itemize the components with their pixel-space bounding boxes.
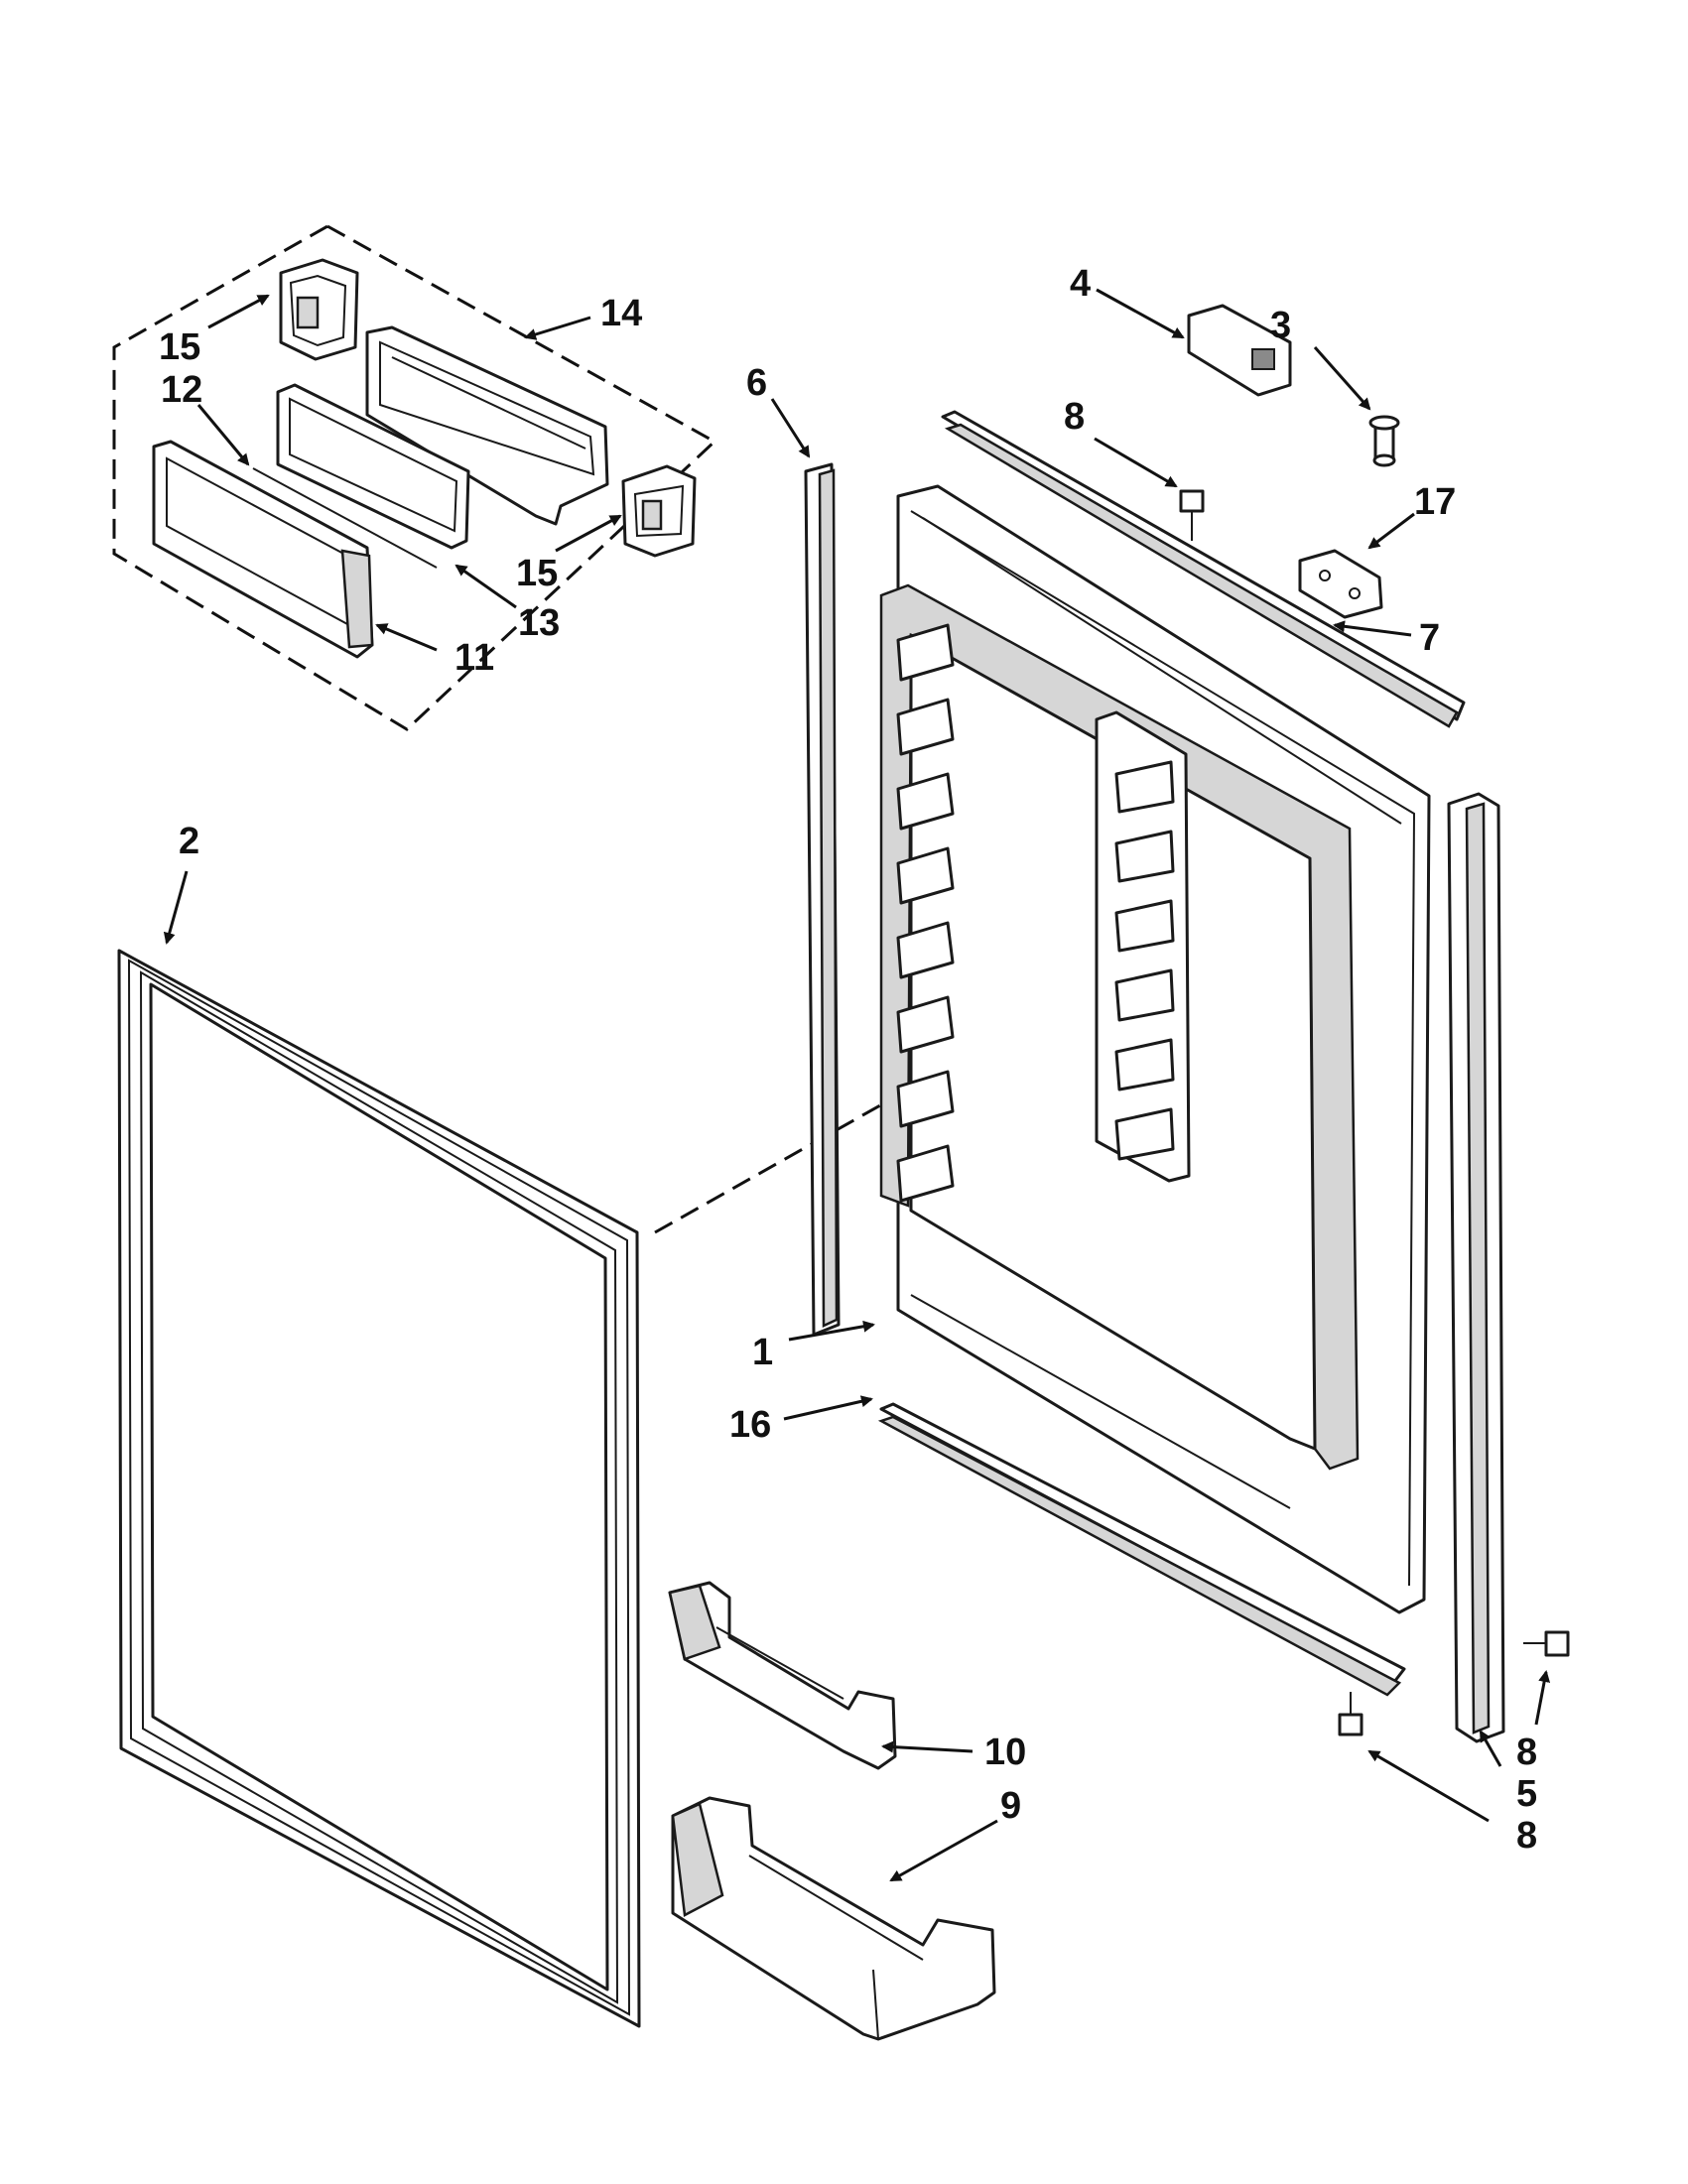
leader-7 bbox=[1333, 620, 1412, 637]
part-9-door-shelf-large[interactable] bbox=[671, 1796, 996, 2041]
part-7-top-channel[interactable] bbox=[941, 410, 1466, 728]
leader-16 bbox=[783, 1395, 873, 1421]
leader-15-right bbox=[555, 514, 622, 553]
part-2-door-gasket[interactable] bbox=[117, 949, 641, 2028]
callout-3: 3 bbox=[1270, 305, 1291, 346]
part-11-drawer-front[interactable] bbox=[152, 440, 374, 659]
part-8-screw-right[interactable] bbox=[1523, 1630, 1570, 1657]
callout-15-right: 15 bbox=[516, 553, 558, 594]
callout-5: 5 bbox=[1516, 1773, 1537, 1815]
callout-12: 12 bbox=[161, 369, 202, 411]
part-6-left-trim[interactable] bbox=[804, 462, 841, 1337]
part-10-door-shelf-small[interactable] bbox=[668, 1581, 897, 1770]
part-5-right-trim[interactable] bbox=[1447, 792, 1505, 1743]
leader-6 bbox=[770, 398, 811, 458]
leader-10 bbox=[881, 1740, 974, 1753]
leader-11 bbox=[375, 623, 438, 652]
part-12-strip[interactable] bbox=[252, 467, 438, 569]
leader-2 bbox=[163, 870, 189, 945]
leader-1 bbox=[788, 1320, 875, 1342]
callout-11: 11 bbox=[454, 637, 494, 679]
callout-2: 2 bbox=[179, 821, 199, 862]
leader-9 bbox=[889, 1819, 998, 1882]
callout-16: 16 bbox=[729, 1404, 771, 1446]
callout-8-bottom: 8 bbox=[1516, 1815, 1537, 1857]
callout-7: 7 bbox=[1419, 617, 1440, 659]
part-3-hinge-pin[interactable] bbox=[1368, 415, 1400, 467]
leader-17 bbox=[1367, 512, 1415, 550]
callout-6: 6 bbox=[746, 362, 767, 404]
callout-8-right: 8 bbox=[1516, 1732, 1537, 1773]
callout-1: 1 bbox=[752, 1332, 773, 1373]
leader-3 bbox=[1313, 346, 1371, 411]
part-8-screw-top[interactable] bbox=[1179, 489, 1205, 541]
part-13-frame[interactable] bbox=[276, 383, 470, 550]
leader-13 bbox=[454, 564, 517, 609]
callout-8-top: 8 bbox=[1064, 396, 1085, 438]
leader-12 bbox=[196, 404, 250, 466]
callout-17: 17 bbox=[1414, 481, 1456, 523]
callout-10: 10 bbox=[984, 1732, 1026, 1773]
leader-8-top bbox=[1094, 437, 1178, 488]
callout-4: 4 bbox=[1070, 263, 1091, 305]
callout-15-left: 15 bbox=[159, 326, 200, 368]
part-16-bottom-channel[interactable] bbox=[877, 1402, 1406, 1697]
part-8-screw-bottom[interactable] bbox=[1338, 1692, 1363, 1736]
leader-14 bbox=[524, 316, 591, 340]
leader-lines bbox=[163, 288, 1551, 1882]
callout-labels: 4 3 8 17 7 6 14 15 12 15 13 11 2 1 16 10… bbox=[159, 263, 1537, 1857]
callout-9: 9 bbox=[1000, 1785, 1021, 1827]
part-15-right-end-cap[interactable] bbox=[621, 464, 697, 558]
part-1-door-liner[interactable] bbox=[879, 484, 1431, 1614]
callout-13: 13 bbox=[518, 602, 560, 644]
part-17-bracket[interactable] bbox=[1298, 549, 1383, 619]
leader-5 bbox=[1479, 1730, 1502, 1767]
part-15-left-end-cap[interactable] bbox=[279, 258, 359, 361]
leader-8-right bbox=[1534, 1670, 1551, 1726]
leader-4 bbox=[1096, 288, 1185, 339]
leader-15-left bbox=[207, 294, 270, 329]
kit-outline bbox=[112, 224, 717, 731]
leader-8-bottom bbox=[1367, 1749, 1490, 1823]
callout-14: 14 bbox=[600, 293, 642, 334]
part-4-hinge[interactable] bbox=[1187, 304, 1292, 397]
